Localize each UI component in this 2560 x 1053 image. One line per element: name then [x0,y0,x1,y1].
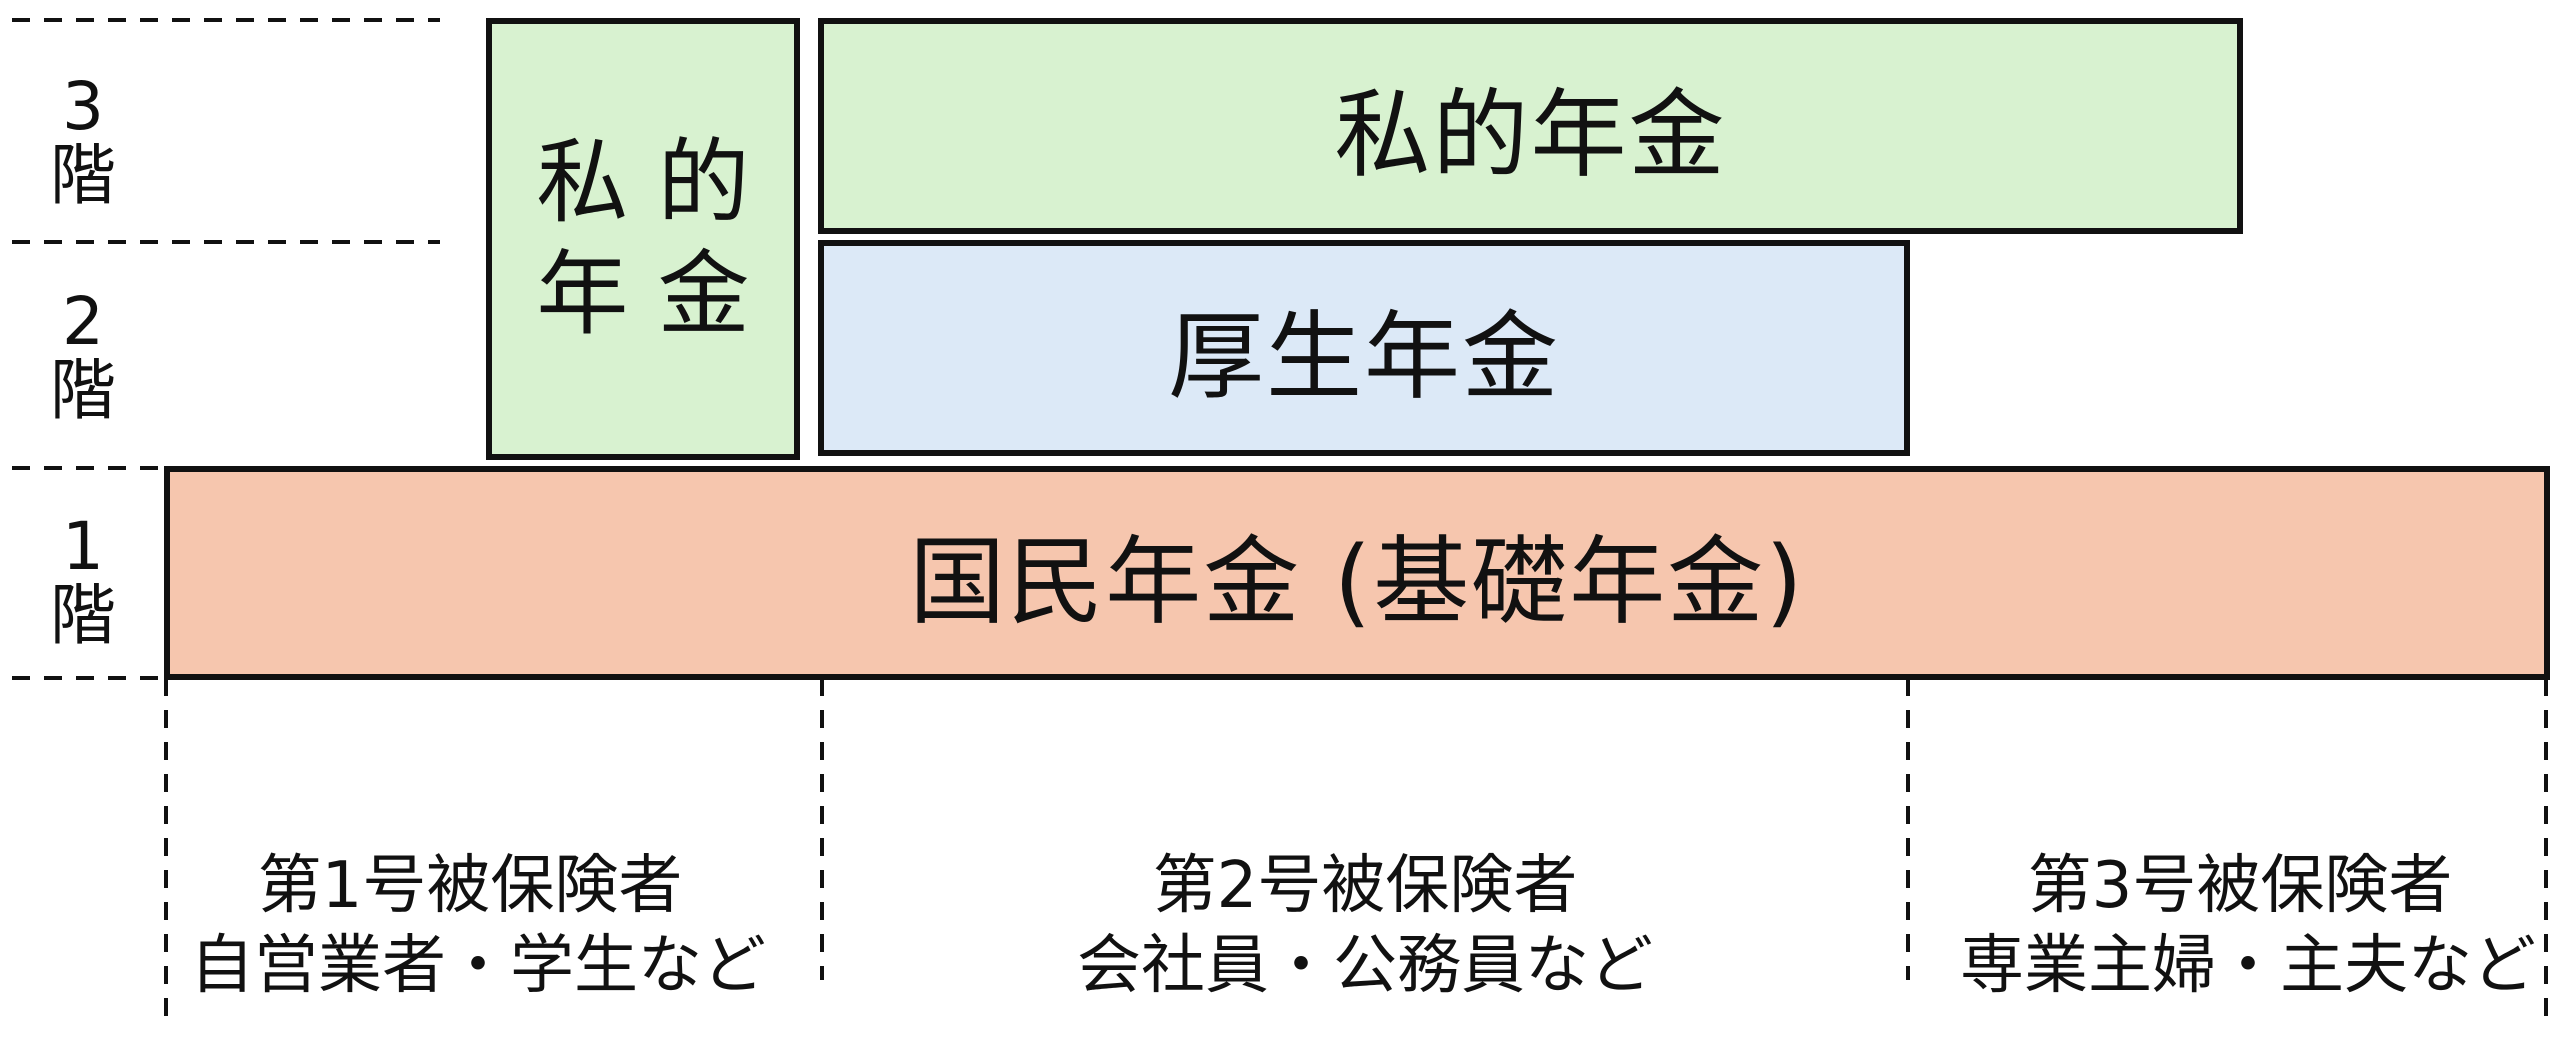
employee-pension-box: 厚生年金 [818,240,1910,456]
group-title-second-insured: 第2号被保険者 [1152,849,1578,923]
employee-pension-label: 厚生年金 [1168,300,1560,413]
private-pension-top-label: 私的年金 [1334,78,1727,191]
group-label-first-insured: 第1号被保険者 自営業者・学生など [190,846,766,1006]
private-pension-vertical-label: 私 的 年 金 [536,128,750,348]
floor-label-2: 2 階 [50,283,116,430]
national-pension-box: 国民年金 (基礎年金) [164,466,2550,680]
group-title-third-insured: 第3号被保険者 [2027,849,2453,923]
group-title-first-insured: 第1号被保険者 [257,849,683,923]
group-subtitle-second-insured: 会社員・公務員など [1077,929,1653,1003]
group-label-third-insured: 第3号被保険者 専業主婦・主夫など [1960,846,2536,1006]
group-subtitle-first-insured: 自営業者・学生など [190,929,766,1003]
floor-label-3: 3 階 [50,68,116,215]
private-pension-top-box: 私的年金 [818,18,2243,234]
floor-label-1: 1 階 [50,508,116,655]
national-pension-label: 国民年金 (基礎年金) [909,525,1805,638]
group-subtitle-third-insured: 専業主婦・主夫など [1960,929,2536,1003]
private-pension-vertical-box: 私 的 年 金 [486,18,800,460]
group-label-second-insured: 第2号被保険者 会社員・公務員など [1045,846,1685,1006]
